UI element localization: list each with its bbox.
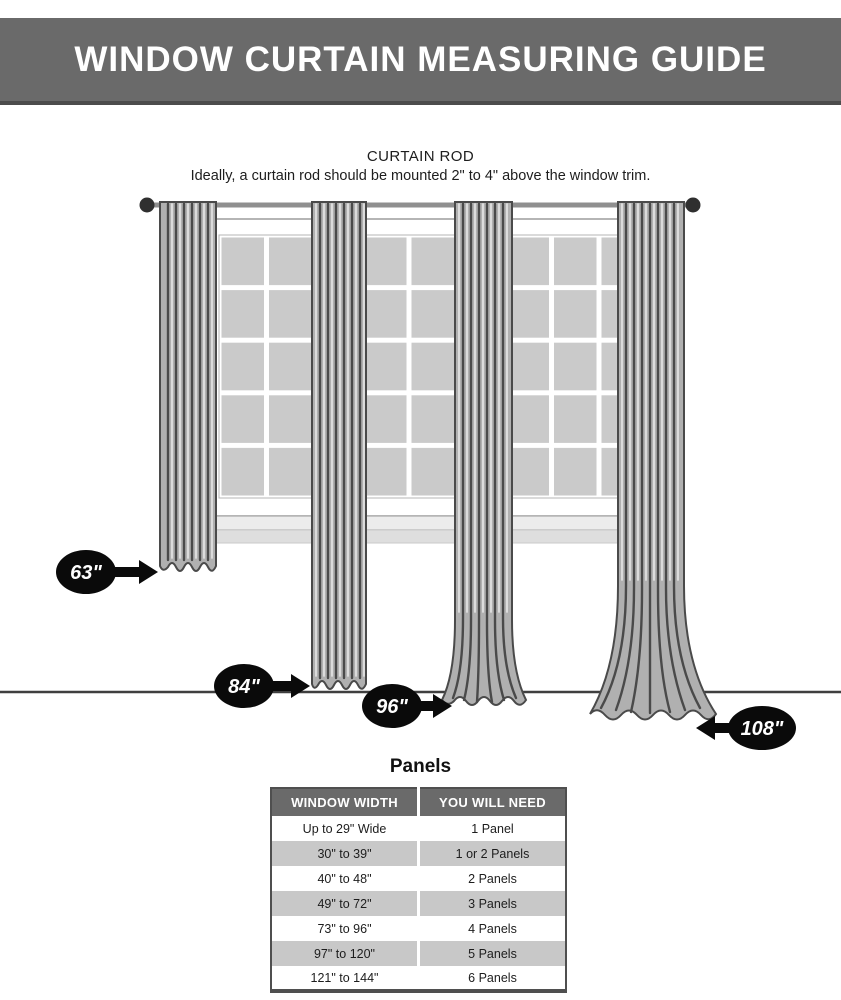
curtain-panel-84 [311, 201, 367, 690]
arrow-right-icon [418, 694, 452, 718]
window-width-cell: 73" to 96" [271, 916, 419, 941]
length-badge-96: 96" [362, 684, 452, 728]
panels-needed-cell: 1 or 2 Panels [417, 841, 566, 866]
table-row: 49" to 72" 3 Panels [271, 891, 566, 916]
table-row: 30" to 39" 1 or 2 Panels [271, 841, 566, 866]
table-row: 73" to 96" 4 Panels [271, 916, 566, 941]
arrow-left-icon [696, 716, 735, 740]
curtain-rod-label: CURTAIN ROD [366, 148, 475, 165]
length-badge-108: 108" [696, 706, 796, 750]
table-row: Up to 29" Wide 1 Panel [271, 816, 566, 841]
rod-caption: CURTAIN ROD Ideally, a curtain rod shoul… [0, 148, 841, 184]
badge-oval [56, 550, 116, 594]
window-width-cell: 97" to 120" [271, 941, 419, 966]
badge-oval [214, 664, 274, 708]
page-title: WINDOW CURTAIN MEASURING GUIDE [74, 39, 767, 79]
window-apron [202, 529, 664, 544]
window-width-cell: 40" to 48" [271, 866, 419, 891]
title-banner: WINDOW CURTAIN MEASURING GUIDE [0, 18, 841, 105]
length-badge-63: 63" [56, 550, 158, 594]
window [190, 218, 676, 544]
panels-needed-cell: 1 Panel [417, 816, 566, 841]
badge-oval [362, 684, 422, 728]
window-width-cell: 121" to 144" [271, 966, 419, 991]
curtain-panel-108 [589, 201, 718, 721]
panels-needed-cell: 6 Panels [417, 966, 566, 991]
col-header-window-width: WINDOW WIDTH [271, 788, 419, 816]
length-badge-63-label: 63" [70, 562, 102, 584]
table-header-row: WINDOW WIDTH YOU WILL NEED [271, 788, 566, 816]
length-badge-84: 84" [214, 664, 310, 708]
curtain-panel-96 [440, 201, 528, 706]
curtain-scene: 63" 84" 96" 108" [0, 197, 841, 750]
panels-needed-cell: 4 Panels [417, 916, 566, 941]
window-width-cell: Up to 29" Wide [271, 816, 419, 841]
length-badge-84-label: 84" [228, 676, 260, 698]
length-badge-96-label: 96" [376, 696, 408, 718]
rod-finial-left [139, 197, 155, 213]
window-sill [190, 515, 676, 531]
length-badge-108-label: 108" [741, 718, 784, 740]
panels-needed-cell: 5 Panels [417, 941, 566, 966]
window-width-cell: 30" to 39" [271, 841, 419, 866]
table-row: 97" to 120" 5 Panels [271, 941, 566, 966]
table-row: 121" to 144" 6 Panels [271, 966, 566, 991]
arrow-right-icon [110, 560, 158, 584]
arrow-right-icon [270, 674, 310, 698]
window-panes [218, 234, 647, 499]
col-header-you-will-need: YOU WILL NEED [417, 788, 566, 816]
panels-needed-cell: 3 Panels [417, 891, 566, 916]
panels-needed-cell: 2 Panels [417, 866, 566, 891]
curtain-rod [139, 197, 701, 213]
badge-oval [728, 706, 796, 750]
table-row: 40" to 48" 2 Panels [271, 866, 566, 891]
rod-finial-right [685, 197, 701, 213]
window-width-cell: 49" to 72" [271, 891, 419, 916]
curtain-rod-note: Ideally, a curtain rod should be mounted… [190, 168, 651, 184]
curtain-panel-63 [159, 201, 217, 572]
curtain-diagram: 63" 84" 96" 108" [0, 192, 841, 760]
panels-table: WINDOW WIDTH YOU WILL NEED Up to 29" Wid… [270, 787, 567, 993]
panels-table-title: Panels [389, 756, 452, 777]
